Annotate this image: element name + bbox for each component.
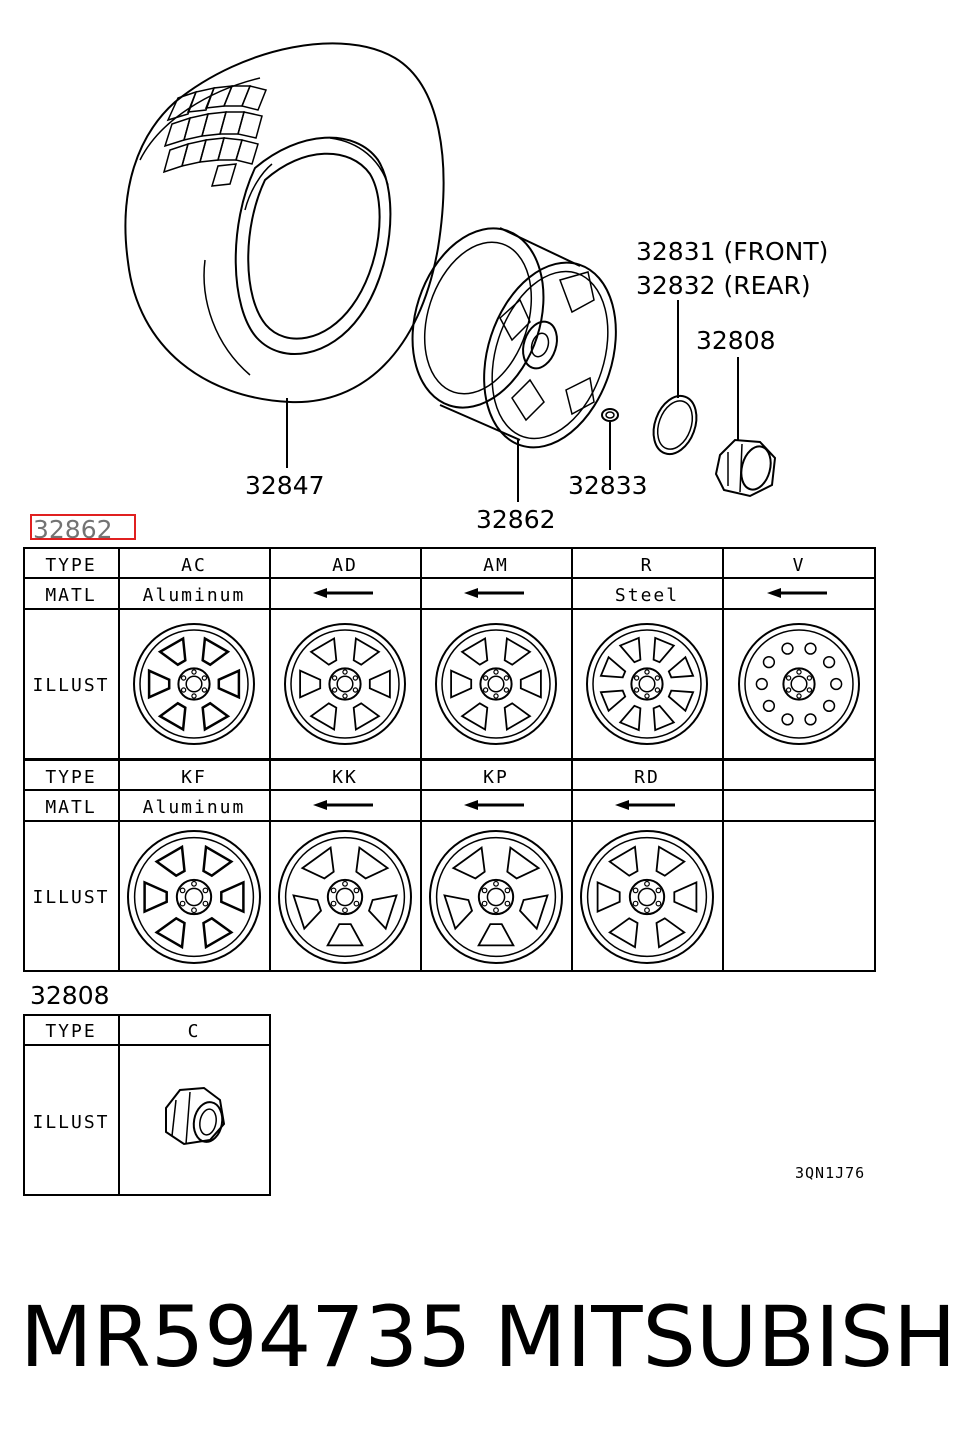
wheel-type-r-illustration: [586, 623, 708, 745]
wheel-type-ad-illustration: [284, 623, 406, 745]
same-as-left-arrow: [767, 588, 827, 598]
callout-ornament-front: 32831 (FRONT): [636, 237, 828, 266]
same-as-left-arrows: [313, 588, 827, 598]
type-cell: V: [793, 555, 806, 576]
wheel-type-ac-illustration: [133, 623, 255, 745]
row-label-type-2: TYPE: [45, 767, 96, 788]
cap-type-table: [23, 1014, 271, 1196]
part-number: MR594735: [20, 1288, 472, 1386]
same-as-left-arrows: [313, 800, 675, 810]
callout-tire: 32847: [245, 471, 325, 500]
type-cell: KP: [483, 767, 509, 788]
type-cell: AM: [483, 555, 509, 576]
highlight-box: [30, 514, 136, 540]
cap-table-title: 32808: [30, 981, 110, 1010]
wheel-type-am-illustration: [435, 623, 557, 745]
type-cell: KK: [332, 767, 358, 788]
diagram-code: 3QN1J76: [795, 1164, 865, 1182]
cap-illustration: [714, 357, 777, 498]
callout-wheel: 32862: [476, 505, 556, 534]
row-label-type-1: TYPE: [45, 555, 96, 576]
same-as-left-arrow: [464, 588, 524, 598]
cap-row-label-type: TYPE: [45, 1021, 96, 1042]
type-cell: AC: [181, 555, 207, 576]
matl-cell: Aluminum: [143, 585, 246, 606]
wheel-illustration: [411, 227, 617, 502]
wheel-type-v-illustration: [738, 623, 860, 745]
nut-illustration: [601, 408, 619, 470]
callout-nut: 32833: [568, 471, 648, 500]
callout-ornament-rear: 32832 (REAR): [636, 271, 811, 300]
wheel-type-kk-illustration: [278, 830, 412, 964]
wheel-type-rd-illustration: [580, 830, 714, 964]
callout-cap: 32808: [696, 326, 776, 355]
ornament-illustration: [652, 300, 698, 456]
same-as-left-arrow: [313, 588, 373, 598]
row-label-matl-1: MATL: [45, 585, 96, 606]
same-as-left-arrow: [615, 800, 675, 810]
wheel-type-kf-illustration: [127, 830, 261, 964]
type-cell: KF: [181, 767, 207, 788]
cap-type-cell: C: [188, 1021, 201, 1042]
wheel-illustrations: [127, 623, 860, 964]
row-label-illust-2: ILLUST: [32, 887, 109, 908]
row-label-illust-1: ILLUST: [32, 675, 109, 696]
type-cell: RD: [634, 767, 660, 788]
matl-cell: Aluminum: [143, 797, 246, 818]
wheel-type-table: [23, 547, 876, 972]
brand-name: MITSUBISHI: [494, 1288, 960, 1386]
matl-cell: Steel: [615, 585, 679, 606]
type-cell: R: [641, 555, 654, 576]
row-label-matl-2: MATL: [45, 797, 96, 818]
cap-type-c-illustration: [165, 1086, 226, 1146]
cap-row-label-illust: ILLUST: [32, 1112, 109, 1133]
wheel-type-kp-illustration: [429, 830, 563, 964]
type-cell: AD: [332, 555, 358, 576]
same-as-left-arrow: [464, 800, 524, 810]
same-as-left-arrow: [313, 800, 373, 810]
highlight-label: 32862: [33, 515, 113, 544]
tire-illustration: [124, 42, 445, 468]
